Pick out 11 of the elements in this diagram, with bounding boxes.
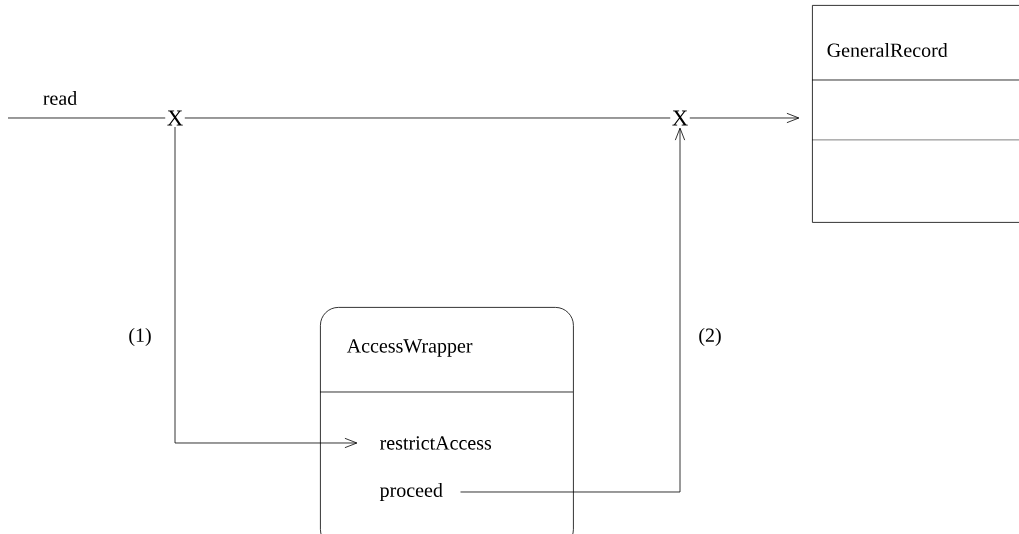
- method-text: proceed: [379, 482, 443, 502]
- edge-label: (2): [697, 326, 723, 348]
- arrow: [174, 126, 358, 449]
- arrow: [460, 127, 686, 493]
- cross-mark: X: [165, 109, 185, 127]
- method-text: restrictAccess: [380, 436, 492, 450]
- cross-mark: X: [670, 109, 690, 127]
- edge-label: read: [41, 89, 79, 107]
- class-box: GeneralRecord: [811, 5, 1019, 223]
- arrow: [689, 112, 800, 124]
- edge-label: (1): [127, 326, 153, 348]
